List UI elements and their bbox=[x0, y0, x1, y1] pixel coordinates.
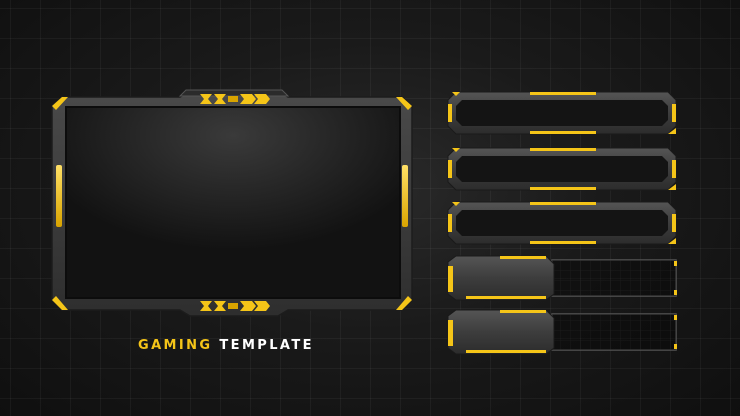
banner-panel-1 bbox=[447, 91, 677, 135]
alert-bar-2 bbox=[447, 309, 677, 355]
chevron-arrows-icon bbox=[200, 301, 270, 311]
title-word-template: TEMPLATE bbox=[219, 338, 314, 353]
alert-bar-1 bbox=[447, 255, 677, 301]
chevron-arrows-icon bbox=[200, 94, 270, 104]
webcam-frame bbox=[51, 89, 413, 317]
banner-panel-3 bbox=[447, 201, 677, 245]
left-glow-bar bbox=[56, 165, 62, 227]
banner-panel-2 bbox=[447, 147, 677, 191]
template-title: GAMING TEMPLATE bbox=[138, 338, 338, 353]
right-glow-bar bbox=[402, 165, 408, 227]
title-word-gaming: GAMING bbox=[138, 338, 213, 353]
